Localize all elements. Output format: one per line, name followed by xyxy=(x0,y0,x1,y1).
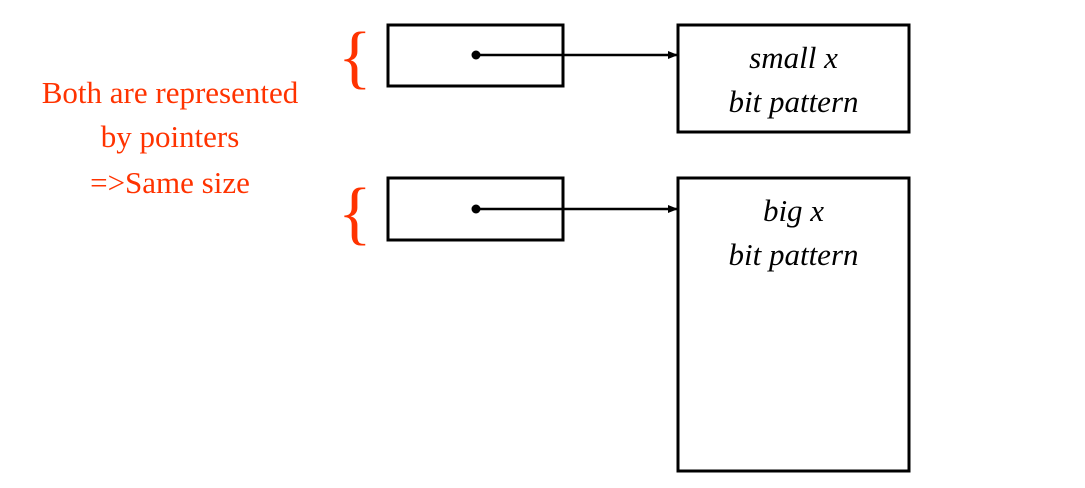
big-object-box xyxy=(676,176,911,473)
small-object-sublabel: bit pattern xyxy=(728,84,859,119)
note-line-1: Both are represented xyxy=(41,75,299,110)
small-object-box xyxy=(676,23,911,134)
big-object-sublabel: bit pattern xyxy=(728,237,859,272)
top-brace: { xyxy=(338,19,372,96)
big-object-label: big x xyxy=(762,193,825,228)
note-line-2: by pointers xyxy=(100,119,240,154)
small-object-label: small x xyxy=(749,40,838,75)
bottom-brace: { xyxy=(338,175,372,252)
note-line-3: =>Same size xyxy=(90,165,250,200)
